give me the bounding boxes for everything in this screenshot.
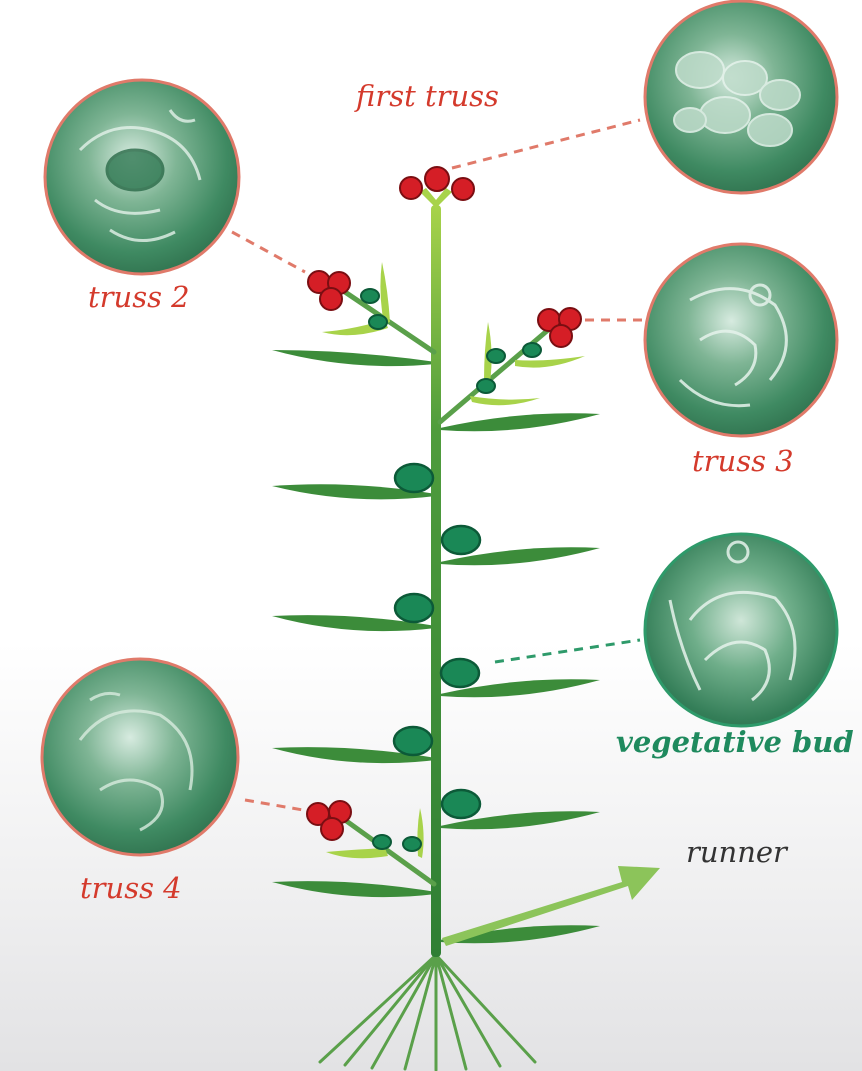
bud: [395, 594, 433, 622]
micrograph-truss-2: [45, 80, 239, 274]
bud: [394, 727, 432, 755]
bud: [373, 835, 391, 849]
bud: [442, 526, 480, 554]
label-truss-2: truss 2: [88, 280, 190, 314]
berry: [320, 288, 342, 310]
micrograph-circle: [645, 244, 837, 436]
berries-truss-2: [308, 271, 350, 310]
label-truss-4: truss 4: [80, 871, 182, 905]
bud: [523, 343, 541, 357]
bud: [487, 349, 505, 363]
berry: [452, 178, 474, 200]
roots: [320, 955, 535, 1070]
bud: [395, 464, 433, 492]
leaves-left: [272, 350, 436, 897]
connector-first-truss: [452, 120, 640, 168]
leaf: [272, 881, 436, 897]
berries-truss-4: [307, 801, 351, 840]
connector-vegetative-bud: [495, 640, 640, 662]
bud: [361, 289, 379, 303]
leaf: [440, 413, 600, 431]
bud: [369, 315, 387, 329]
label-vegetative-bud: vegetative bud: [616, 725, 854, 759]
micrograph-truss-4: [42, 659, 238, 855]
berry: [321, 818, 343, 840]
label-truss-3: truss 3: [692, 444, 794, 478]
bud: [442, 790, 480, 818]
berry: [425, 167, 449, 191]
micrograph-first-truss: [645, 1, 837, 193]
bud: [441, 659, 479, 687]
berry: [550, 325, 572, 347]
main-stem: [431, 205, 441, 957]
bud: [477, 379, 495, 393]
berries-first-truss: [400, 167, 474, 200]
leaf: [272, 350, 436, 366]
connector-truss-2: [232, 232, 305, 272]
bud: [403, 837, 421, 851]
micrograph-circle: [645, 1, 837, 193]
berry: [400, 177, 422, 199]
micrograph-truss-3: [645, 244, 837, 436]
connector-truss-4: [245, 800, 303, 810]
micrograph-circle: [42, 659, 238, 855]
micrograph-vegetative-bud: [645, 534, 837, 726]
berries-truss-3: [538, 308, 581, 347]
label-runner: runner: [686, 835, 789, 869]
label-first-truss: first truss: [354, 79, 499, 113]
